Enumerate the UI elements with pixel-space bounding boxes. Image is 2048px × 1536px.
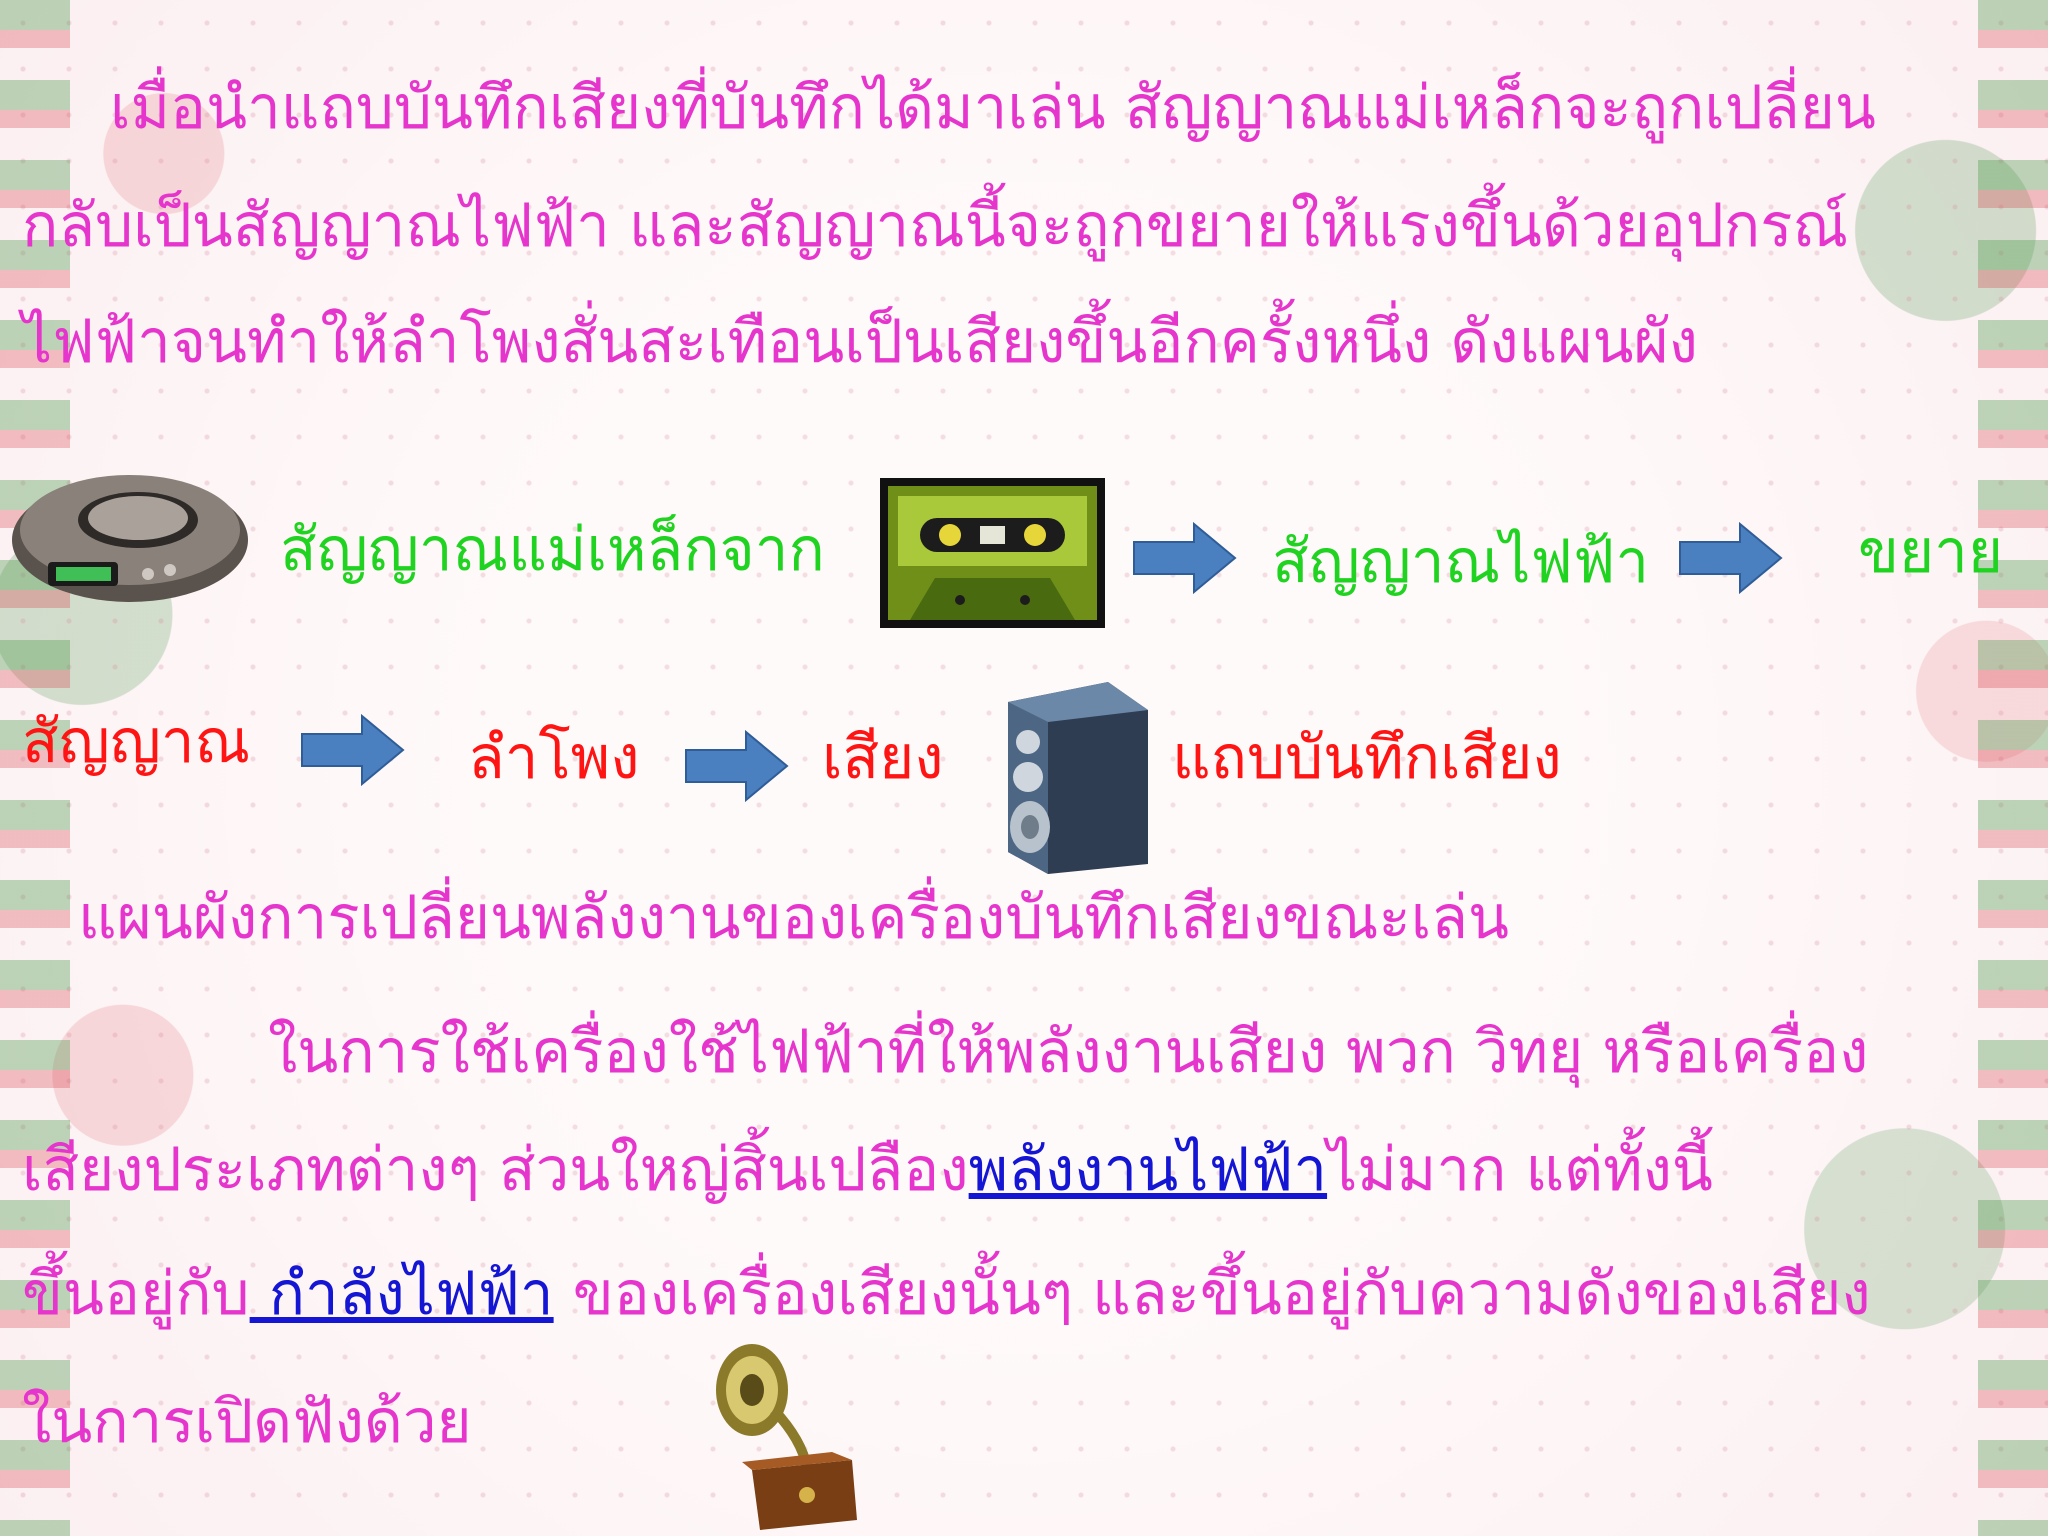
paragraph2-line2-post: ไม่มาก แต่ทั้งนี้	[1327, 1135, 1713, 1205]
christmas-border-right	[1978, 0, 2048, 1536]
gramophone-icon	[712, 1340, 862, 1532]
christmas-border-left	[0, 0, 70, 1536]
electric-energy-link[interactable]: พลังงานไฟฟ้า	[968, 1135, 1328, 1205]
paragraph2-line3-pre: ขึ้นอยู่กับ	[22, 1259, 250, 1329]
sound-label: เสียง	[822, 723, 944, 793]
paragraph2-line3: ขึ้นอยู่กับ กำลังไฟฟ้า ของเครื่องเสียงนั…	[22, 1264, 1871, 1324]
paragraph2-line2-pre: เสียงประเภทต่างๆ ส่วนใหญ่สิ้นเปลือง	[22, 1135, 969, 1205]
arrow-right-icon	[300, 713, 405, 790]
cassette-tape-icon	[880, 478, 1105, 628]
tape-label: แถบบันทึกเสียง	[1172, 723, 1562, 793]
cd-player-icon	[8, 458, 253, 608]
amplify-label: ขยาย	[1858, 517, 2004, 587]
paragraph1-line2: กลับเป็นสัญญาณไฟฟ้า และสัญญาณนี้จะถูกขยา…	[22, 191, 1849, 261]
paragraph2-line2: เสียงประเภทต่างๆ ส่วนใหญ่สิ้นเปลืองพลังง…	[22, 1140, 1713, 1200]
signal-label: สัญญาณ	[22, 707, 251, 777]
paragraph1-line1: เมื่อนำแถบบันทึกเสียงที่บันทึกได้มาเล่น …	[110, 73, 1876, 143]
paragraph1-line3: ไฟฟ้าจนทำให้ลำโพงสั่นสะเทือนเป็นเสียงขึ้…	[22, 307, 1698, 377]
magnetic-signal-from-label: สัญญาณแม่เหล็กจาก	[280, 515, 825, 585]
electric-power-link[interactable]: กำลังไฟฟ้า	[249, 1259, 554, 1329]
arrow-right-icon	[1132, 521, 1237, 598]
arrow-right-icon	[1678, 521, 1783, 598]
paragraph2-line4: ในการเปิดฟังด้วย	[22, 1387, 472, 1457]
speaker-icon	[998, 682, 1153, 874]
paragraph2-line3-post: ของเครื่องเสียงนั้นๆ และขึ้นอยู่กับความด…	[553, 1259, 1871, 1329]
arrow-right-icon	[684, 729, 789, 806]
paragraph2-line1: ในการใช้เครื่องใช้ไฟฟ้าที่ให้พลังงานเสีย…	[268, 1017, 1869, 1087]
electric-signal-label: สัญญาณไฟฟ้า	[1272, 527, 1650, 597]
diagram-caption: แผนผังการเปลี่ยนพลังงานของเครื่องบันทึกเ…	[78, 883, 1510, 953]
speaker-label: ลำโพง	[468, 723, 640, 793]
